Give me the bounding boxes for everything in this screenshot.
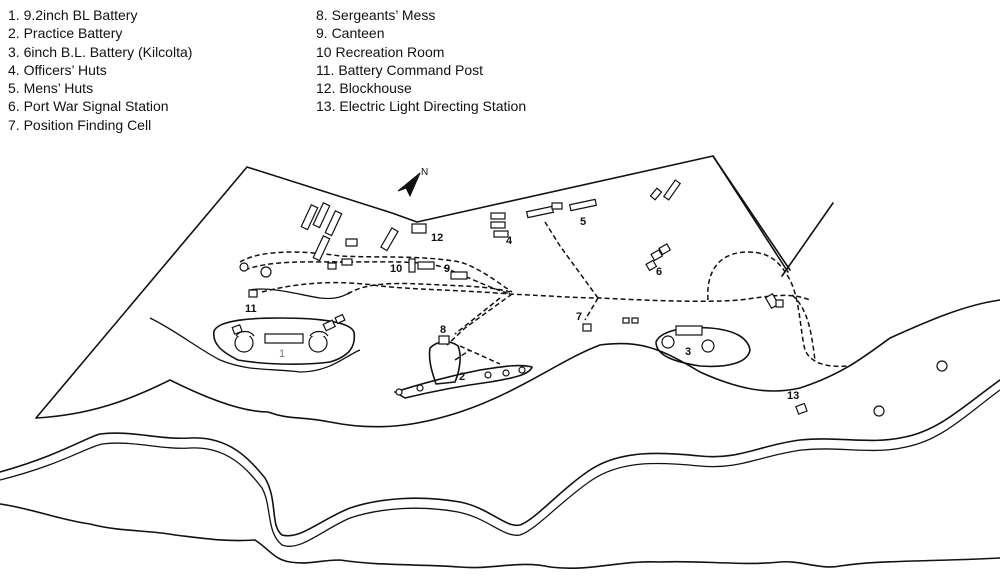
marker-7: 7 (576, 311, 582, 323)
marker-10: 10 (390, 263, 402, 275)
legend-item-8: 8. Sergeants’ Mess (316, 7, 436, 23)
legend-item-1: 1. 9.2inch BL Battery (8, 7, 138, 23)
coastline-inner (35, 299, 1000, 428)
legend-item-5: 5. Mens’ Huts (8, 80, 94, 97)
eastern-huts (764, 292, 784, 310)
legend-item-7: 7. Position Finding Cell (8, 116, 152, 133)
recreation-room: 10 (390, 258, 435, 275)
legend-item-4: 4. Officers’ Huts (8, 61, 107, 78)
marker-3: 3 (685, 346, 691, 358)
marker-11: 11 (245, 303, 257, 315)
marker-2: 2 (459, 371, 465, 383)
legend-right: 8. Sergeants’ Mess 9. Canteen 10 Recreat… (316, 6, 526, 116)
legend-item-10: 10 Recreation Room (316, 43, 445, 60)
north-label: N (421, 167, 428, 178)
position-finding-cell: 7 (576, 311, 639, 332)
electric-light-directing-station: 13 (787, 390, 808, 415)
coastline-outer-shadow (0, 389, 1000, 547)
site-boundary (35, 155, 789, 419)
marker-8: 8 (440, 324, 446, 336)
road-network (239, 221, 849, 368)
battery-9-2inch: 1 (213, 313, 356, 365)
boundary-fence-right (712, 155, 834, 277)
battery-6inch-kilcolta: 3 (655, 325, 751, 368)
legend-item-3: 3. 6inch B.L. Battery (Kilcolta) (8, 43, 193, 60)
coastline-outer (0, 379, 1000, 537)
practice-battery: 2 (394, 335, 533, 399)
legend-item-9: 9. Canteen (316, 25, 385, 42)
blockhouse: 12 (411, 223, 443, 244)
marker-1: 1 (279, 348, 285, 360)
coastline-bottom (0, 503, 1000, 570)
western-huts (239, 202, 399, 278)
legend-item-11: 11. Battery Command Post (316, 61, 484, 78)
marker-9: 9 (444, 263, 450, 275)
mens-huts: 5 (525, 198, 598, 228)
legend-item-13: 13. Electric Light Directing Station (316, 98, 527, 115)
north-arrow-icon: N (397, 167, 428, 198)
marker-6: 6 (656, 266, 662, 278)
marker-5: 5 (580, 216, 586, 228)
legend-item-6: 6. Port War Signal Station (8, 98, 169, 115)
coastline-headland (149, 317, 361, 373)
port-war-signal-station: 6 (645, 179, 682, 278)
battery-command-post: 11 (245, 288, 351, 315)
canteen: 9 (444, 263, 468, 280)
marker-4: 4 (506, 235, 513, 247)
legend-left: 1. 9.2inch BL Battery 2. Practice Batter… (8, 6, 192, 134)
offshore-rocks (873, 360, 948, 417)
legend-item-12: 12. Blockhouse (316, 80, 412, 97)
marker-12: 12 (431, 232, 443, 244)
officers-huts: 4 (490, 212, 513, 247)
legend-item-2: 2. Practice Battery (8, 25, 123, 42)
marker-13: 13 (787, 390, 799, 402)
